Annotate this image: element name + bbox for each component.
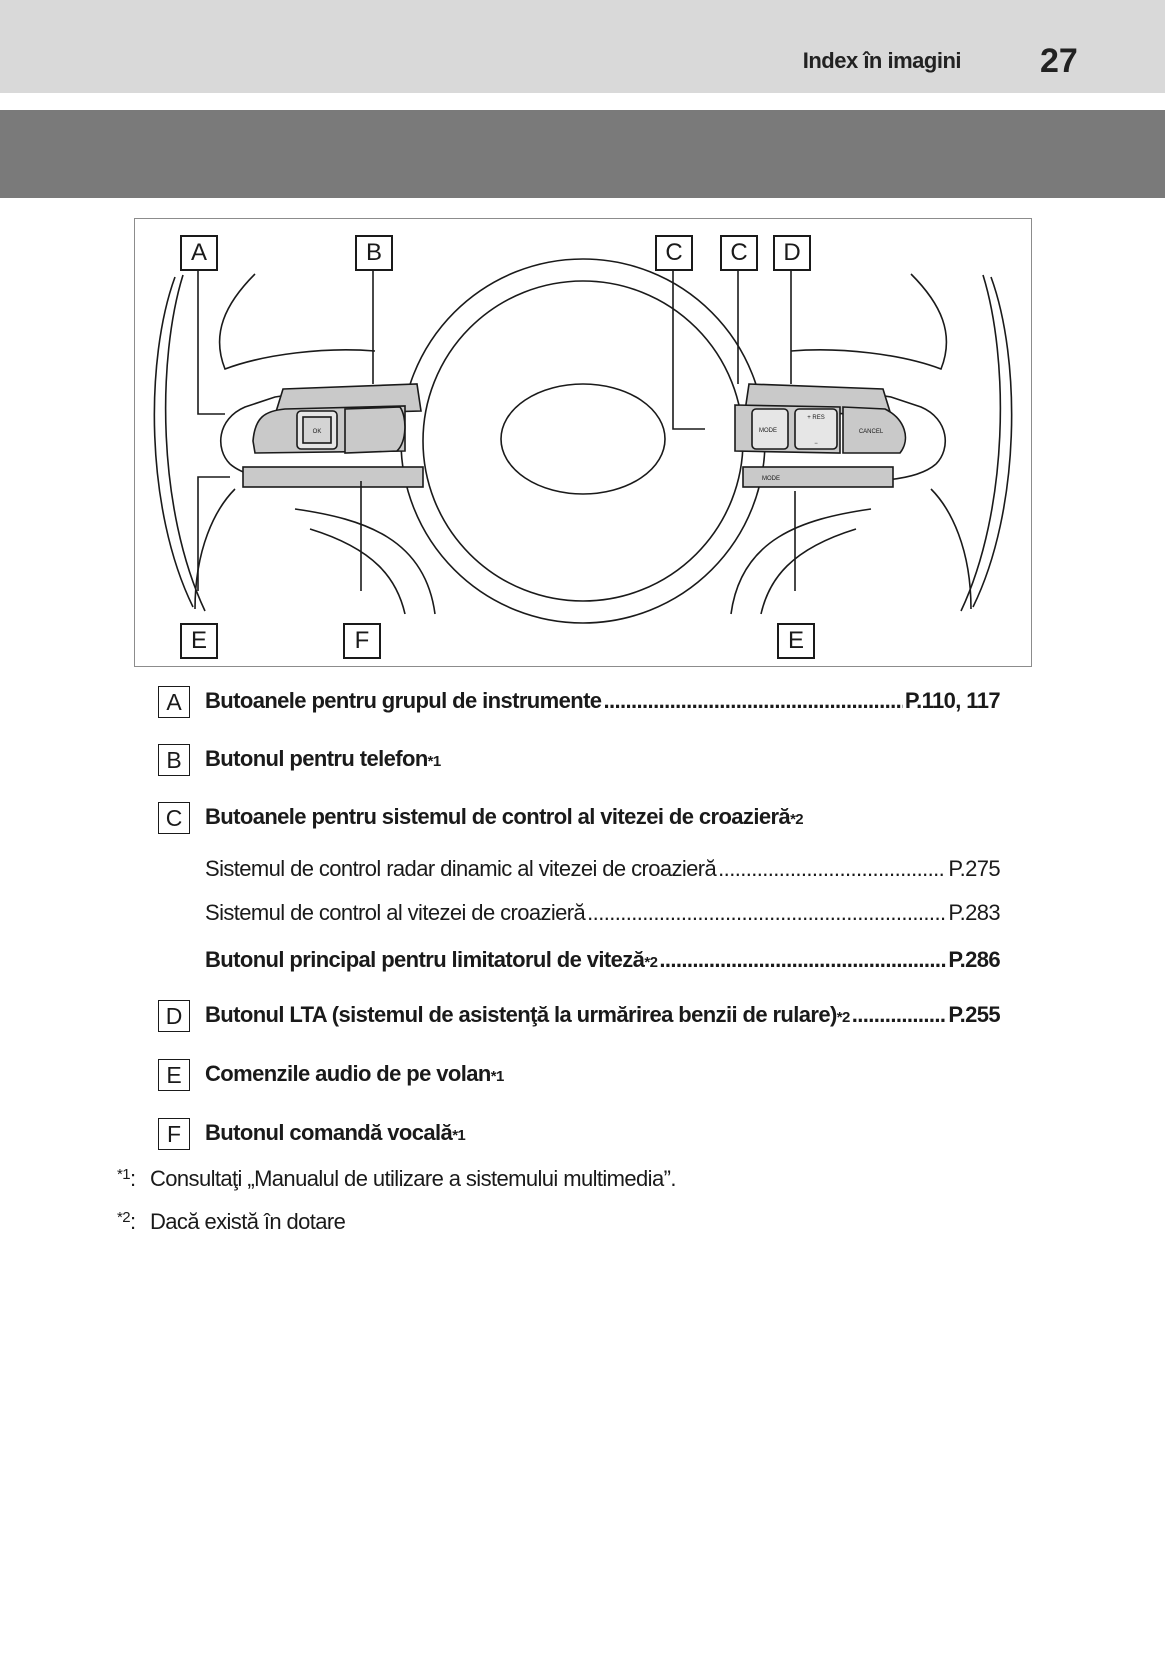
steering-wheel-illustration: OK MODE + RES − CANCEL MODE [153, 257, 1013, 624]
steering-wheel-figure: OK MODE + RES − CANCEL MODE A B C C D E … [134, 218, 1032, 667]
sub-item: Sistemul de control radar dinamic al vit… [205, 856, 1001, 886]
sub-item-text: Sistemul de control radar dinamic al vit… [205, 856, 717, 881]
legend-key: F [158, 1118, 190, 1150]
legend-item-e: E Comenzile audio de pe volan*1 [158, 1059, 1000, 1093]
minus-label: − [814, 441, 818, 447]
page-ref: P.275 [948, 856, 1000, 881]
legend-key: A [158, 686, 190, 718]
legend-key: D [158, 1000, 190, 1032]
callout-a: A [180, 235, 218, 271]
footnote-text: Consultaţi „Manualul de utilizare a sist… [150, 1166, 676, 1191]
page-ref: P.110, 117 [904, 688, 1001, 713]
page-header: Index în imagini 27 [0, 0, 1165, 93]
legend-text: Butoanele pentru grupul de instrumente [205, 688, 602, 713]
footnote-mark: *2 [117, 1209, 131, 1226]
callout-b: B [355, 235, 393, 271]
sub-item: Sistemul de control al vitezei de croazi… [205, 900, 1001, 930]
callout-e1: E [180, 623, 218, 659]
footnote-1: *1:Consultaţi „Manualul de utilizare a s… [117, 1166, 676, 1191]
page-ref: P.283 [948, 900, 1000, 925]
legend-item-b: B Butonul pentru telefon*1 [158, 744, 1000, 778]
chapter-band [0, 110, 1165, 198]
audio-mode-label: MODE [762, 476, 780, 482]
legend-key: B [158, 744, 190, 776]
page-ref: P.255 [948, 1002, 1000, 1027]
legend-item-c: C Butoanele pentru sistemul de control a… [158, 802, 1000, 836]
legend-key: E [158, 1059, 190, 1091]
footnote-text: Dacă există în dotare [150, 1209, 346, 1234]
footnote-mark: *1 [117, 1166, 131, 1183]
callout-d: D [773, 235, 811, 271]
section-title: Index în imagini [802, 48, 962, 73]
legend-text: Butonul LTA (sistemul de asistenţă la ur… [205, 1002, 837, 1027]
footnote-2: *2:Dacă există în dotare [117, 1209, 346, 1234]
legend-item-d: D Butonul LTA (sistemul de asistenţă la … [158, 1000, 1001, 1034]
sub-item-text: Butonul principal pentru limitatorul de … [205, 947, 645, 972]
mode-label: MODE [759, 428, 777, 434]
ok-label: OK [313, 429, 322, 435]
page-ref: P.286 [948, 947, 1000, 972]
legend-text: Comenzile audio de pe volan [205, 1061, 491, 1086]
legend-item-f: F Butonul comandă vocală*1 [158, 1118, 1000, 1152]
legend-item-a: A Butoanele pentru grupul de instrumente… [158, 686, 1001, 720]
legend-key: C [158, 802, 190, 834]
callout-e2: E [777, 623, 815, 659]
legend-text: Butonul pentru telefon [205, 746, 428, 771]
callout-c2: C [720, 235, 758, 271]
sub-item-text: Sistemul de control al vitezei de croazi… [205, 900, 586, 925]
legend-text: Butonul comandă vocală [205, 1120, 453, 1145]
legend-text: Butoanele pentru sistemul de control al … [205, 804, 791, 829]
sub-item: Butonul principal pentru limitatorul de … [205, 947, 1001, 977]
cancel-label: CANCEL [859, 429, 884, 435]
res-label: + RES [807, 415, 825, 421]
callout-f: F [343, 623, 381, 659]
page-number: 27 [1040, 42, 1078, 80]
callout-c1: C [655, 235, 693, 271]
